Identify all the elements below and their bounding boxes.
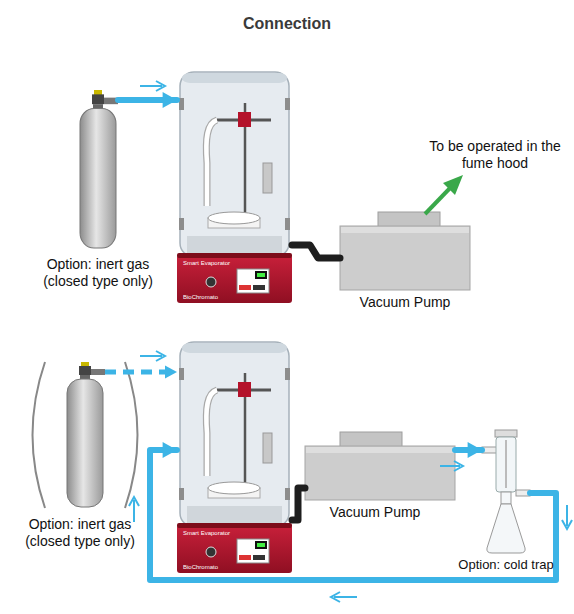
connector	[292, 488, 305, 520]
evaporator: Smart EvaporatorBioChromato	[177, 338, 292, 573]
inner-tube	[505, 440, 507, 488]
node-label: Vacuum Pump	[310, 504, 440, 521]
arrow-head	[163, 442, 177, 458]
evaporator	[177, 342, 292, 573]
exhaust-arrow	[425, 186, 452, 214]
flow-arrow-head	[129, 497, 139, 506]
evaporator: Smart EvaporatorBioChromato	[177, 68, 292, 303]
cold-trap: Option: cold trap	[482, 430, 530, 555]
flow-arrows	[129, 81, 572, 602]
vacuum-pump: Vacuum Pump	[340, 212, 470, 290]
gas-cylinder	[80, 90, 118, 248]
node-label: Vacuum Pump	[340, 294, 470, 311]
node-label: Smart Evaporator	[183, 260, 230, 267]
vacuum-hose	[292, 488, 305, 520]
node-sublabel: BioChromato	[183, 294, 218, 301]
diagram-title: Connection	[0, 14, 574, 33]
gas-cylinder: Option: inert gas (closed type only)	[65, 362, 105, 508]
vacuum-pump: Vacuum Pump	[305, 432, 455, 500]
flow-arrow	[440, 465, 460, 467]
flow-arrow-head	[454, 461, 463, 471]
arrow-head	[165, 365, 177, 378]
bracket	[125, 362, 138, 508]
gas-cylinder	[67, 362, 105, 507]
arrow-head	[163, 92, 177, 108]
trap-tube	[496, 437, 516, 492]
flow-arrow-head	[156, 351, 165, 361]
node-label: Option: cold trap	[446, 557, 566, 573]
connector	[292, 245, 340, 258]
node-label: Option: inert gas (closed type only)	[10, 516, 150, 550]
pump-head	[340, 432, 402, 447]
node-label: Option: inert gas (closed type only)	[28, 256, 168, 290]
flow-arrow	[140, 355, 162, 357]
node-label: Smart Evaporator	[183, 530, 230, 537]
cold-trap-drawing	[482, 430, 530, 553]
flow-arrow-head	[156, 81, 165, 91]
flow-arrow	[140, 85, 162, 87]
flow-arrow-head	[331, 592, 340, 602]
gas-cylinder: Option: inert gas (closed type only)	[78, 90, 118, 248]
pump-body	[340, 226, 470, 290]
flow-arrow-head	[562, 520, 572, 529]
pump-body	[305, 446, 455, 500]
evaporator	[177, 72, 292, 303]
node-sublabel: BioChromato	[183, 564, 218, 571]
pump-top	[306, 447, 454, 453]
connector	[118, 92, 177, 108]
pump-top	[341, 227, 469, 233]
trap-cap	[495, 430, 517, 437]
flow-arrow	[133, 500, 135, 522]
note-label: To be operated in the fume hood	[425, 138, 565, 172]
connector	[105, 365, 177, 378]
vacuum-hose	[292, 245, 340, 258]
flask	[487, 504, 525, 553]
flow-arrow	[566, 505, 568, 526]
flask-neck	[501, 492, 511, 504]
exhaust-arrow-head	[443, 175, 463, 195]
bracket	[33, 362, 46, 508]
arrow-head	[468, 442, 482, 458]
connector	[455, 442, 482, 458]
flow-arrow	[334, 596, 357, 598]
